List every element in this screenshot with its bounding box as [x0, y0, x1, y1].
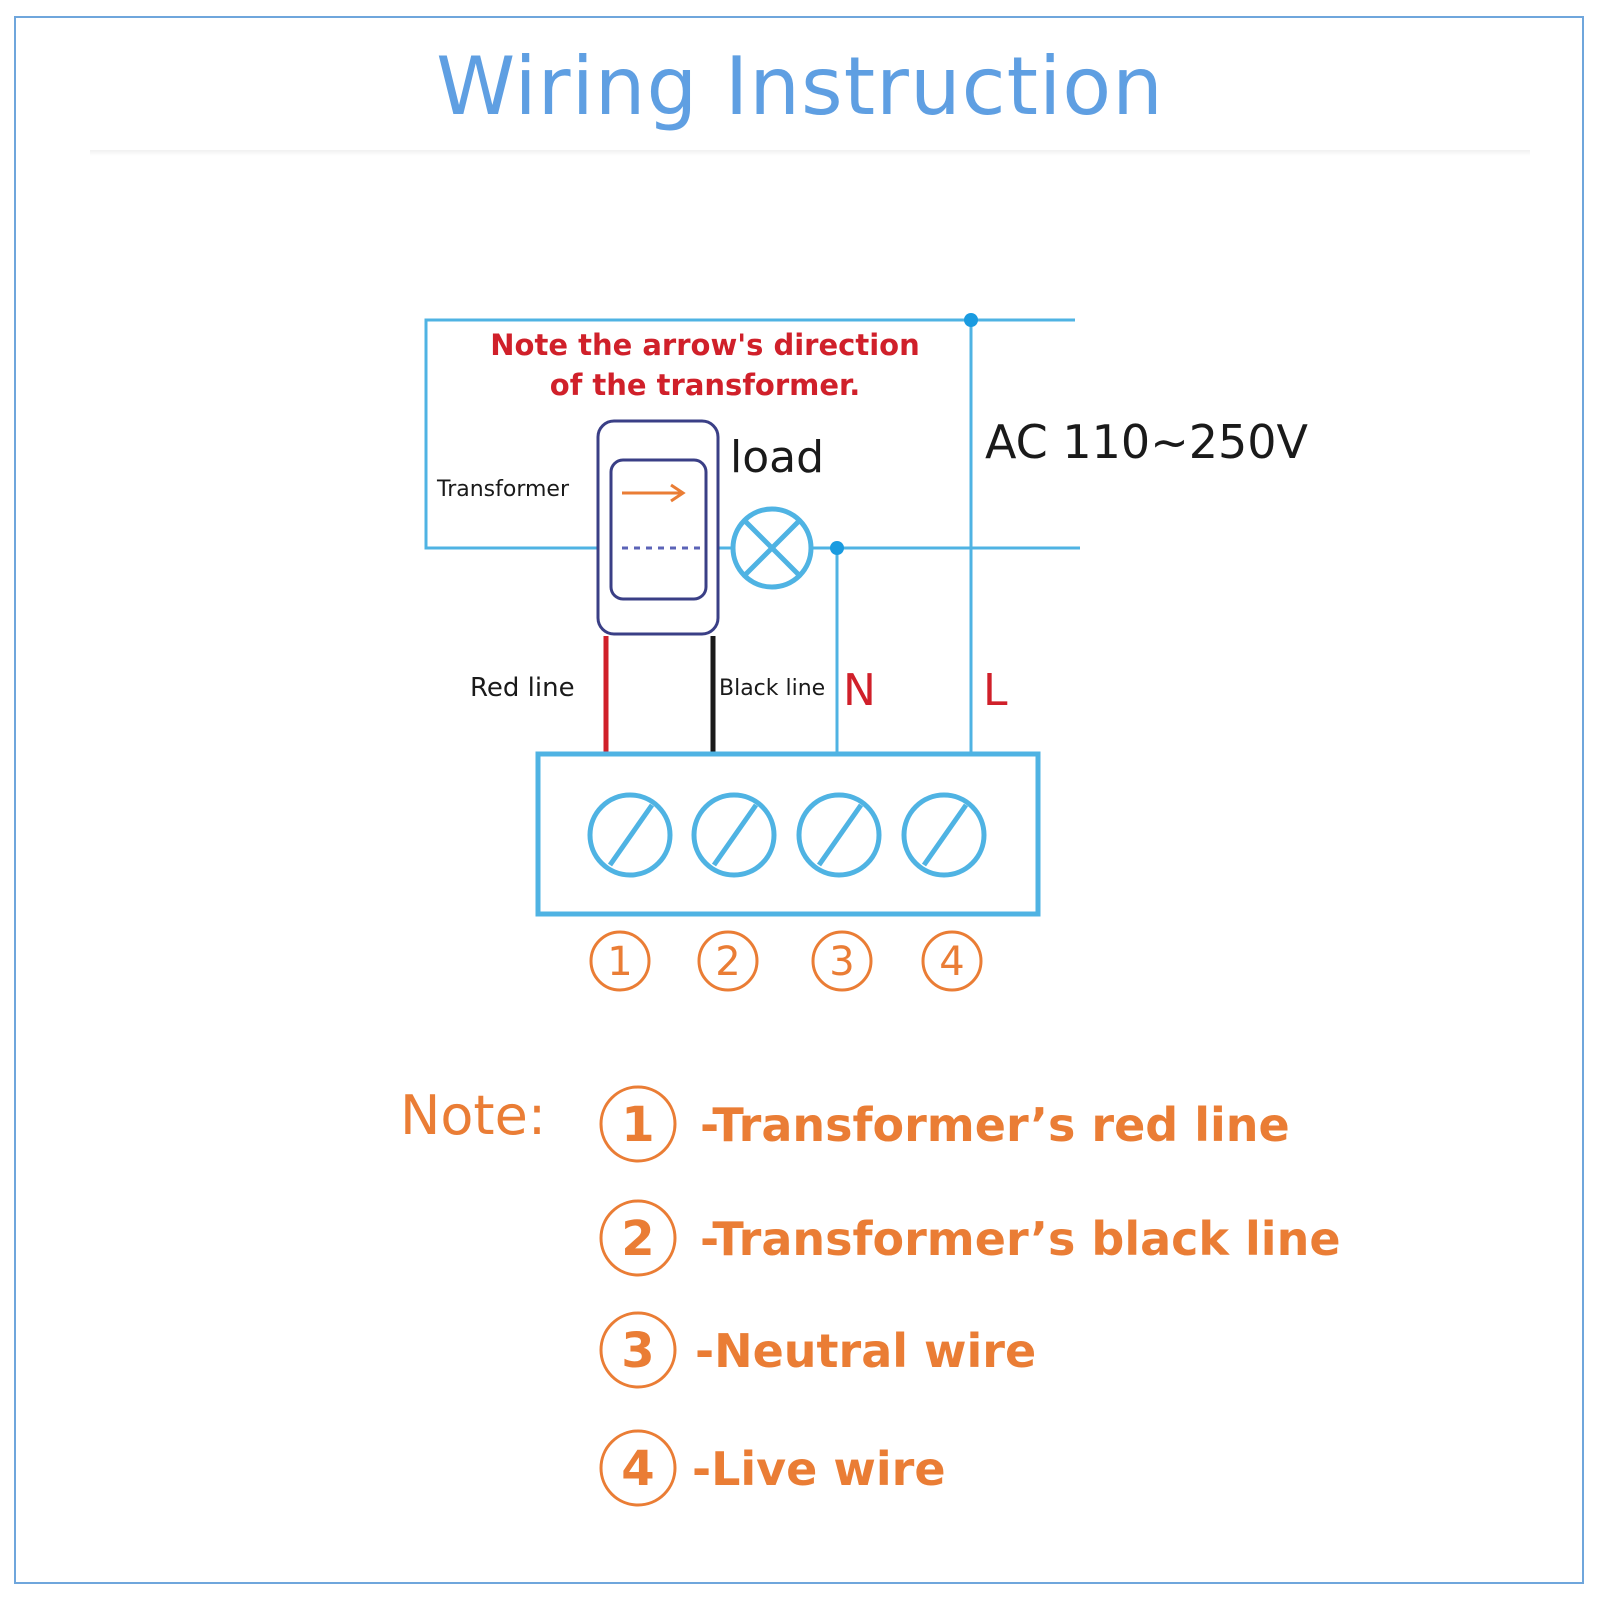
- terminal-number-3-circle: [811, 930, 873, 992]
- supply-wires: [424, 318, 1080, 753]
- terminal-numbers: [589, 930, 983, 992]
- live-junction-dot: [964, 313, 978, 327]
- arrow-note-line-2: of the transformer.: [550, 368, 860, 402]
- note-2-text: -Transformer’s black line: [700, 1212, 1341, 1266]
- black-line-label: Black line: [719, 676, 825, 701]
- neutral-label: N: [843, 665, 876, 716]
- terminal-number-3: 3: [829, 939, 854, 985]
- page-title: Wiring Instruction: [436, 40, 1164, 133]
- note-heading: Note:: [400, 1084, 547, 1147]
- note-3-circle: [599, 1311, 677, 1389]
- neutral-junction-dot: [830, 541, 844, 555]
- note-3-text: -Neutral wire: [695, 1324, 1037, 1378]
- terminal-block: [535, 751, 1041, 917]
- note-4-circle: [599, 1429, 677, 1507]
- load-lamp-icon: [730, 506, 814, 590]
- note-4-number: 4: [621, 1441, 654, 1497]
- title-divider: [90, 150, 1530, 156]
- transformer-label: Transformer: [436, 477, 570, 502]
- note-1-circle: [599, 1085, 677, 1163]
- arrow-note-line-1: Note the arrow's direction: [490, 328, 919, 362]
- note-3-number: 3: [621, 1323, 654, 1379]
- supply-voltage-label: AC 110~250V: [985, 415, 1309, 469]
- top-live-wire: [424, 318, 1075, 550]
- note-1-number: 1: [621, 1097, 654, 1153]
- terminal-number-4: 4: [939, 939, 964, 985]
- note-4-text: -Live wire: [692, 1442, 946, 1496]
- terminal-number-2-circle: [697, 930, 759, 992]
- note-2-circle: [599, 1199, 677, 1277]
- note-2-number: 2: [621, 1211, 654, 1267]
- terminal-number-4-circle: [921, 930, 983, 992]
- terminal-number-1: 1: [607, 939, 632, 985]
- terminal-screw-3-icon: [796, 792, 882, 878]
- note-number-circles: [599, 1085, 677, 1507]
- terminal-screw-4-icon: [901, 792, 987, 878]
- live-label: L: [983, 665, 1008, 716]
- terminal-number-2: 2: [715, 939, 740, 985]
- terminal-screw-1-icon: [587, 792, 673, 878]
- terminal-screw-2-icon: [691, 792, 777, 878]
- load-label: load: [730, 432, 824, 483]
- terminal-number-1-circle: [589, 930, 651, 992]
- transformer-icon: [596, 419, 720, 636]
- note-1-text: -Transformer’s red line: [700, 1098, 1290, 1152]
- red-line-label: Red line: [470, 673, 575, 703]
